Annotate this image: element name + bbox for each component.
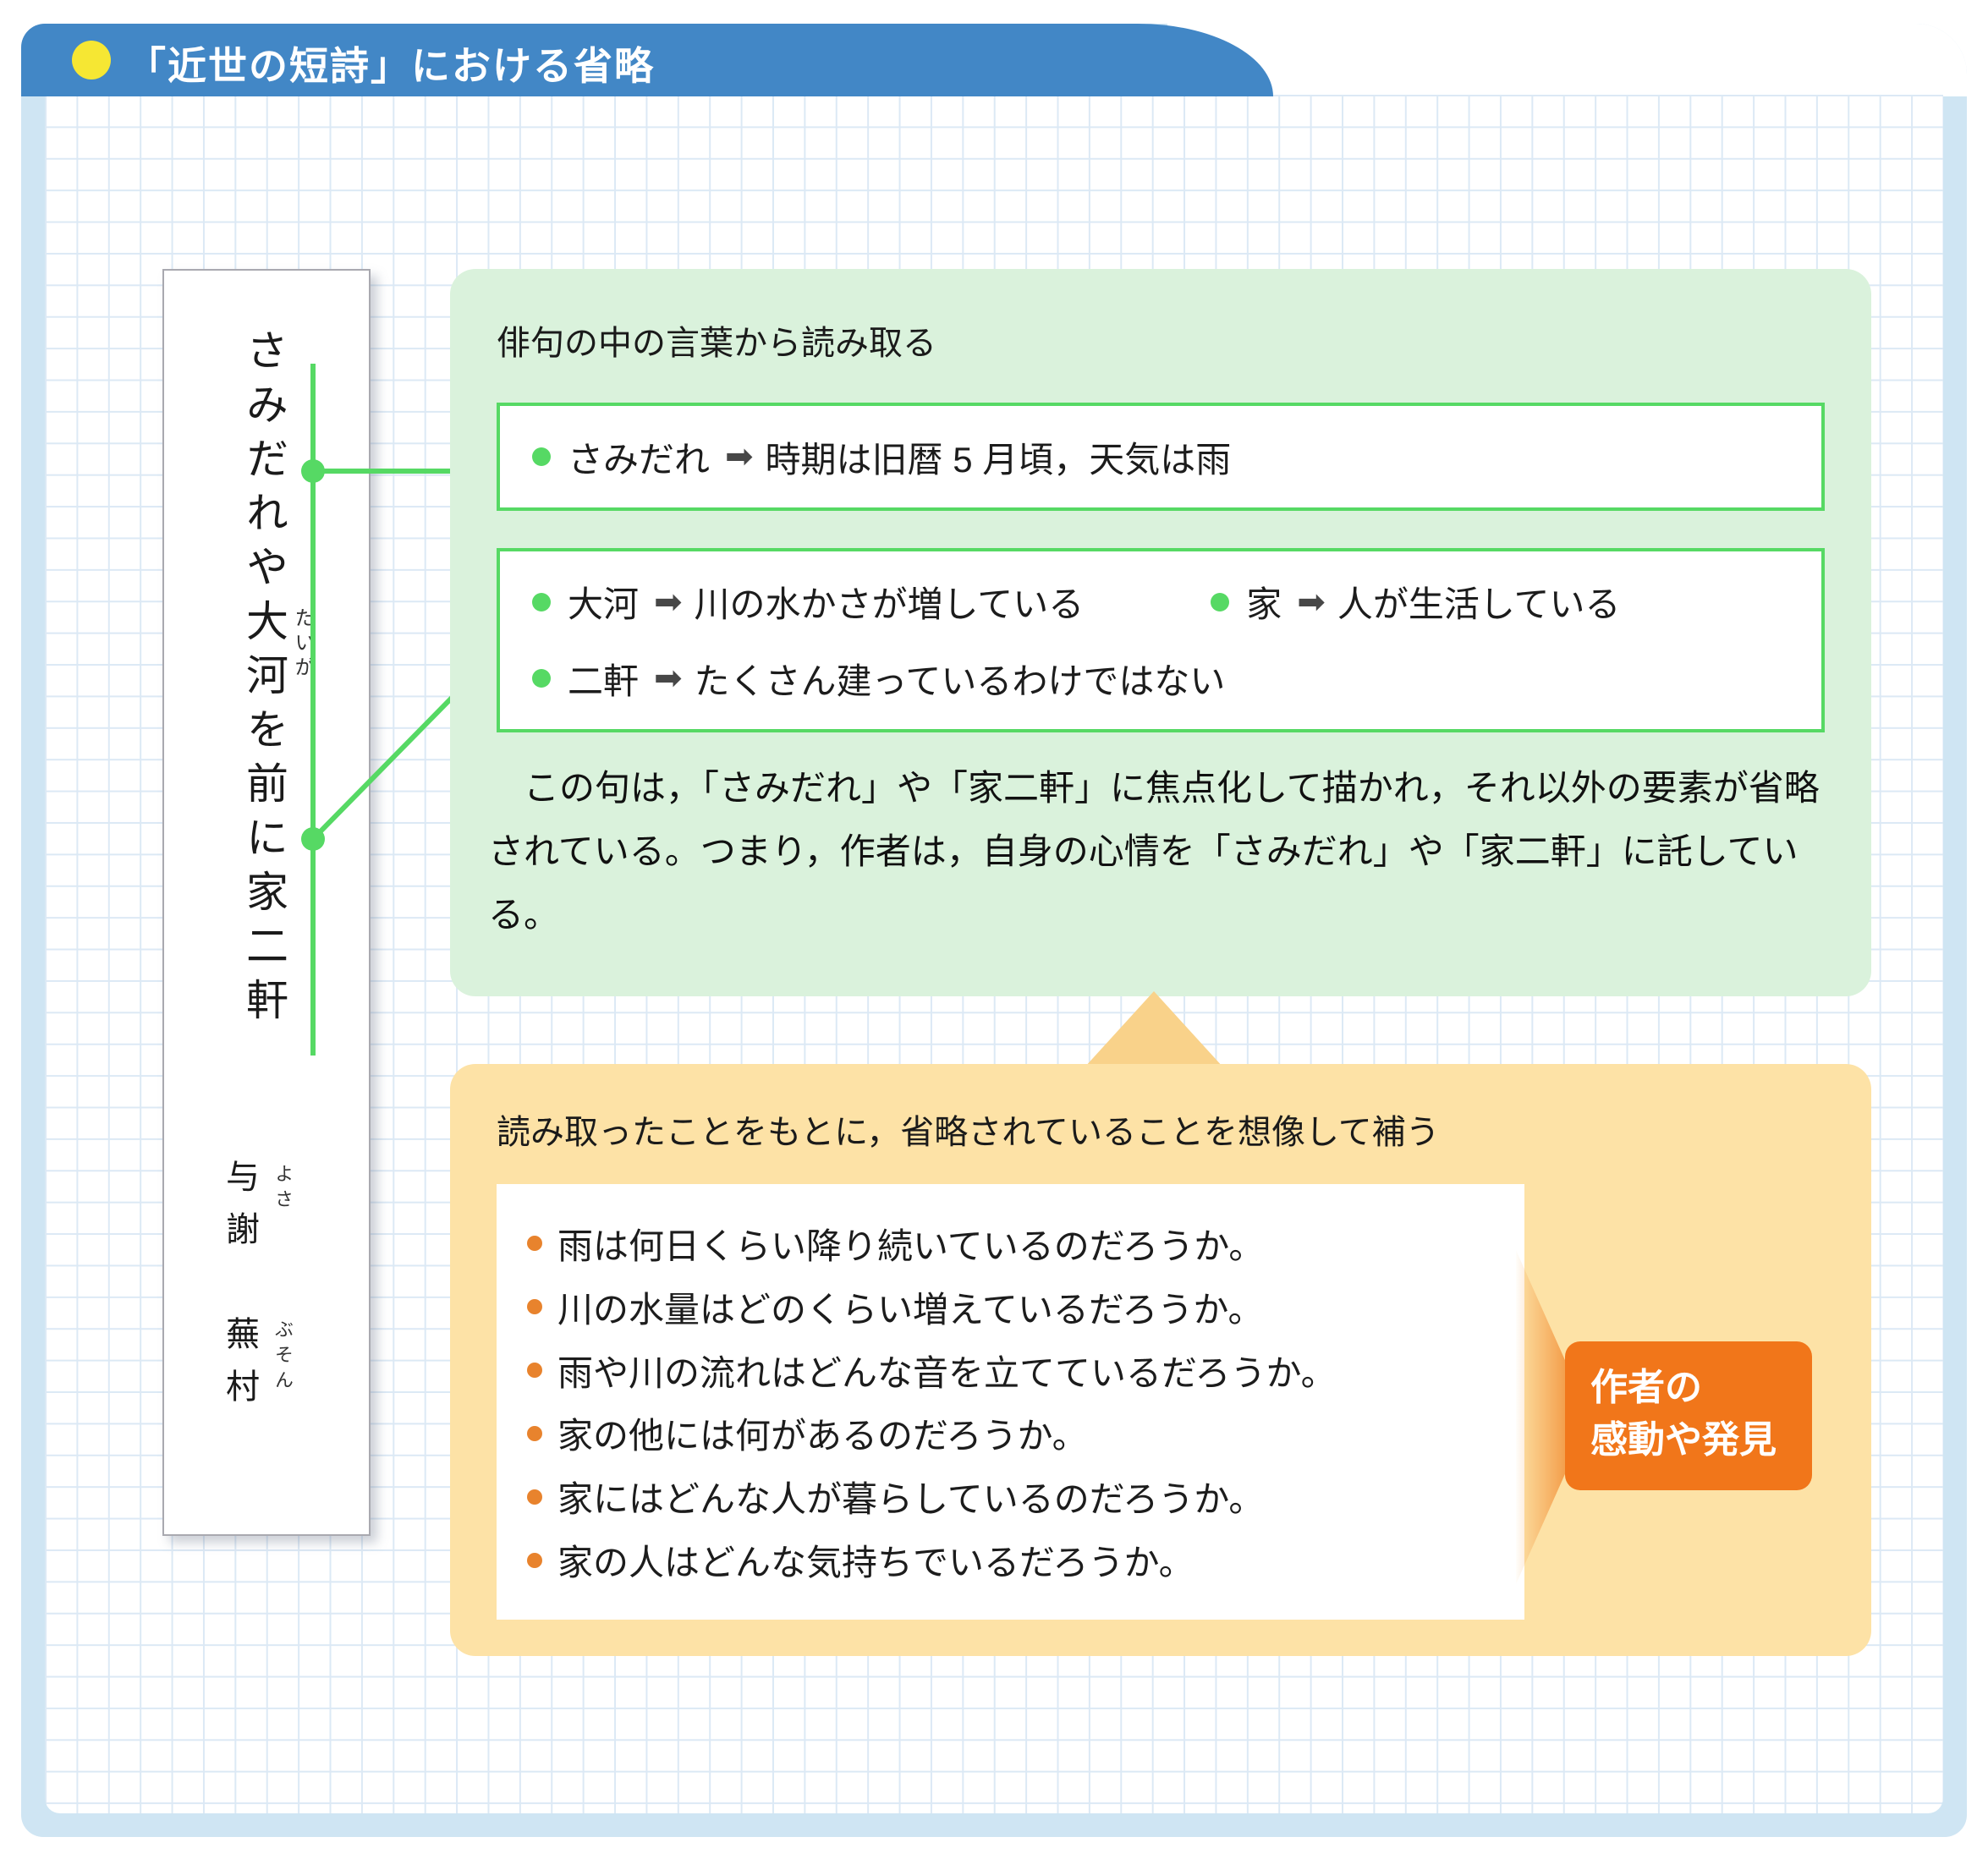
haiku-strip: さみだれや大河を前に家二軒 たいが 与謝 蕪村 よさ ぶそん xyxy=(162,269,371,1536)
list-item: 雨や川の流れはどんな音を立てているだろうか。 xyxy=(527,1345,1494,1396)
desc-niken: たくさん建っているわけではない xyxy=(694,661,1226,701)
desc-taiga: 川の水かさが増している xyxy=(694,584,1085,625)
list-item: 雨は何日くらい降り続いているのだろうか。 xyxy=(527,1218,1494,1269)
list-item: 家にはどんな人が暮らしているのだろうか。 xyxy=(527,1471,1494,1522)
header-bar: 「近世の短詩」における省略 xyxy=(21,24,1273,96)
read-box-row-2: 二軒 ➡ たくさん建っているわけではない xyxy=(532,653,1821,705)
list-item: 川の水量はどのくらい増えているだろうか。 xyxy=(527,1281,1494,1333)
imagine-question-list: 雨は何日くらい降り続いているのだろうか。 川の水量はどのくらい増えているだろうか… xyxy=(497,1184,1524,1620)
question-text: 川の水量はどのくらい増えているだろうか。 xyxy=(557,1289,1264,1330)
furigana-buson: ぶそん xyxy=(272,1319,294,1396)
pair-ie: 家 ➡ 人が生活している xyxy=(1211,576,1621,628)
orange-bullet-icon xyxy=(527,1363,542,1379)
furigana-taiga: たいが xyxy=(291,607,313,681)
arrow-right-icon: ➡ xyxy=(654,583,683,621)
pair-taiga: 大河 ➡ 川の水かさが増している xyxy=(532,576,1084,628)
badge-line-1: 作者の xyxy=(1590,1367,1702,1408)
list-item: 家の人はどんな気持ちでいるだろうか。 xyxy=(527,1534,1494,1586)
green-bullet-icon xyxy=(532,669,551,688)
read-section-panel: 俳句の中の言葉から読み取る さみだれ ➡ 時期は旧暦 5 月頃，天気は雨 大河 … xyxy=(450,269,1871,996)
question-text: 雨や川の流れはどんな音を立てているだろうか。 xyxy=(557,1352,1337,1393)
question-text: 家にはどんな人が暮らしているのだろうか。 xyxy=(557,1479,1265,1520)
desc-ie: 人が生活している xyxy=(1337,584,1621,625)
orange-bullet-icon xyxy=(527,1425,542,1441)
read-section-title: 俳句の中の言葉から読み取る xyxy=(497,325,936,362)
green-bullet-icon xyxy=(532,447,551,466)
orange-bullet-icon xyxy=(527,1489,542,1505)
top-right-white-area xyxy=(1167,24,1967,96)
header-bullet-icon xyxy=(72,41,111,80)
author-impression-badge: 作者の 感動や発見 xyxy=(1565,1341,1812,1490)
imagine-section-panel: 読み取ったことをもとに，省略されていることを想像して補う 雨は何日くらい降り続い… xyxy=(450,1064,1871,1656)
term-ie: 家 xyxy=(1246,584,1282,625)
furigana-yosa: よさ xyxy=(272,1164,294,1215)
list-item: 家の他には何があるのだろうか。 xyxy=(527,1407,1494,1459)
arrow-right-icon: ➡ xyxy=(654,660,683,698)
read-box-taiga-ie: 大河 ➡ 川の水かさが増している 家 ➡ 人が生活している 二軒 ➡ たくさん建… xyxy=(497,548,1825,732)
green-bullet-icon xyxy=(1211,592,1230,611)
read-box-row-1: 大河 ➡ 川の水かさが増している 家 ➡ 人が生活している xyxy=(532,576,1821,628)
desc-samidare: 時期は旧暦 5 月頃，天気は雨 xyxy=(765,439,1232,480)
arrow-right-icon: ➡ xyxy=(1297,583,1326,621)
badge-line-2: 感動や発見 xyxy=(1590,1418,1777,1461)
question-text: 家の人はどんな気持ちでいるだろうか。 xyxy=(557,1543,1194,1583)
term-niken: 二軒 xyxy=(568,661,640,701)
read-box-samidare: さみだれ ➡ 時期は旧暦 5 月頃，天気は雨 xyxy=(497,403,1825,511)
arrow-right-icon: ➡ xyxy=(725,438,754,475)
orange-bullet-icon xyxy=(527,1552,542,1568)
question-text: 雨は何日くらい降り続いているのだろうか。 xyxy=(557,1226,1265,1266)
haiku-text: さみだれや大河を前に家二軒 xyxy=(240,328,288,1032)
orange-bullet-icon xyxy=(527,1236,542,1252)
orange-bullet-icon xyxy=(527,1299,542,1315)
term-taiga: 大河 xyxy=(568,584,640,625)
imagine-section-title: 読み取ったことをもとに，省略されていることを想像して補う xyxy=(497,1114,1440,1151)
question-text: 家の他には何があるのだろうか。 xyxy=(557,1416,1088,1456)
page-title: 「近世の短詩」における省略 xyxy=(127,44,655,88)
haiku-author: 与謝 蕪村 xyxy=(221,1159,259,1421)
read-section-paragraph: この句は，「さみだれ」や「家二軒」に焦点化して描かれ，それ以外の要素が省略されて… xyxy=(488,770,1820,935)
green-bullet-icon xyxy=(532,592,551,611)
term-samidare: さみだれ xyxy=(568,439,711,480)
pair-niken: 二軒 ➡ たくさん建っているわけではない xyxy=(532,653,1225,705)
